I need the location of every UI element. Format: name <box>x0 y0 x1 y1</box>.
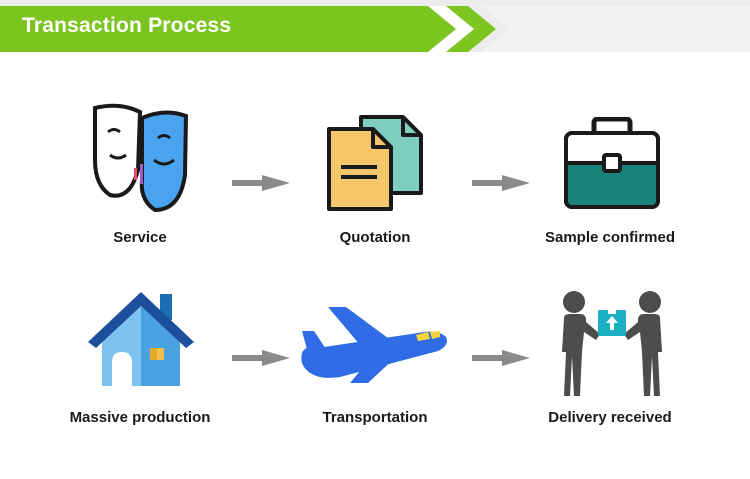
step-transportation: Transportation <box>265 285 485 435</box>
documents-icon <box>327 115 423 211</box>
arrow-right-icon <box>232 175 290 191</box>
header-banner: Transaction Process <box>0 0 750 52</box>
step-massive-production: Massive production <box>30 285 250 435</box>
handover-icon <box>562 291 662 396</box>
step-sample-confirmed: Sample confirmed <box>500 95 720 255</box>
airplane-icon <box>301 307 447 383</box>
banner-background <box>0 0 750 52</box>
masks-icon <box>93 103 189 213</box>
step-label: Massive production <box>69 409 211 426</box>
page-title: Transaction Process <box>22 14 232 37</box>
step-delivery-received: Delivery received <box>500 285 720 435</box>
step-label: Delivery received <box>548 409 672 426</box>
arrow-right-icon <box>472 350 530 366</box>
step-label: Quotation <box>339 229 411 246</box>
arrow-right-icon <box>232 350 290 366</box>
house-icon <box>88 292 194 386</box>
briefcase-icon <box>564 117 660 209</box>
step-quotation: Quotation <box>265 95 485 255</box>
arrow-right-icon <box>472 175 530 191</box>
step-label: Transportation <box>322 409 428 426</box>
step-label: Service <box>113 229 167 246</box>
step-service: Service <box>30 95 250 255</box>
step-label: Sample confirmed <box>544 229 676 246</box>
